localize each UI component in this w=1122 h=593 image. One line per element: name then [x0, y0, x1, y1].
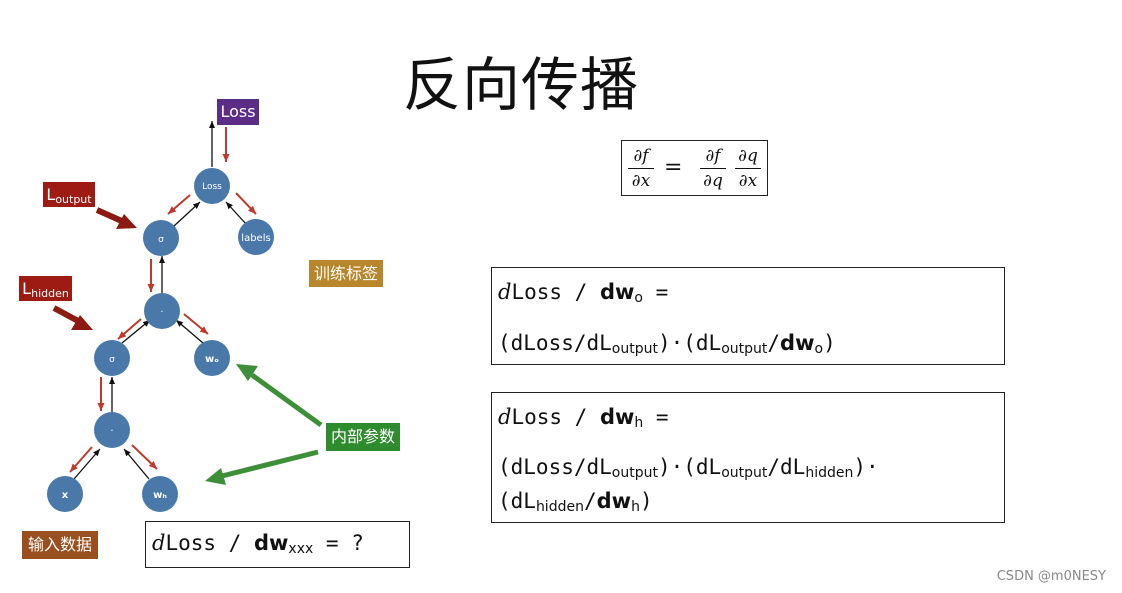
arrow-params-to-wo — [250, 372, 323, 428]
formula3-line1: dLoss / dwxxx = ? — [152, 531, 364, 557]
formula2-line2: (dLoss/dLoutput)·(dLoutput/dLhidden)· — [498, 455, 879, 481]
backward-edges — [69, 127, 257, 473]
annotation-arrows — [52, 207, 323, 485]
grad-dot-wo — [183, 313, 209, 335]
tag-training-labels: 训练标签 — [309, 260, 383, 287]
node-x-label: x — [62, 490, 69, 501]
chain-r1-den: ∂q — [703, 171, 723, 191]
chain-r2-num: ∂q — [738, 146, 758, 166]
edge-sigma-to-dot — [121, 319, 151, 344]
grad-dot-sigma — [117, 318, 142, 340]
tag-l-hidden-sub: hidden — [31, 287, 69, 300]
node-dot-low-label: · — [110, 426, 113, 437]
edge-wh-to-dot — [123, 448, 150, 480]
node-sigma-top-label: σ — [158, 235, 164, 245]
arrow-loutput — [95, 207, 126, 225]
formula1-line1: dLoss / dwo = — [498, 280, 669, 306]
node-wo-label: wₒ — [205, 354, 219, 365]
graph-nodes: Loss σ labels · σ wₒ · x wₕ — [47, 168, 274, 512]
tag-l-hidden: Lhidden — [19, 276, 72, 301]
tag-internal-params: 内部参数 — [326, 423, 400, 451]
tag-l-output: Loutput — [43, 182, 95, 207]
node-wh-label: wₕ — [153, 490, 167, 501]
formula1-line2: (dLoss/dLoutput)·(dLoutput/dwo) — [498, 331, 836, 357]
formula-box-dw-xxx: dLoss / dwxxx = ? — [145, 521, 410, 568]
node-dot-mid-label: · — [160, 307, 163, 318]
formula2-line1: dLoss / dwh = — [498, 405, 669, 431]
grad-dot-wh — [131, 444, 158, 470]
node-loss-label: Loss — [202, 182, 222, 192]
chain-rule-box: ∂f ∂x = ∂f ∂q ∂q ∂x — [621, 140, 768, 196]
node-sigma-mid-label: σ — [109, 355, 115, 365]
tag-l-output-sub: output — [55, 193, 92, 206]
chain-r2-frac: ∂q ∂x — [735, 146, 761, 191]
chain-r1-num: ∂f — [705, 146, 721, 166]
grad-loss-sigma — [167, 194, 191, 215]
node-dot-mid: · — [144, 293, 180, 329]
arrow-params-to-wh — [221, 449, 319, 479]
node-wo: wₒ — [194, 340, 230, 376]
edge-x-to-dot — [73, 448, 101, 480]
formula2-line3: (dLhidden/dwh) — [498, 489, 653, 515]
node-x: x — [47, 476, 83, 512]
tag-l-output-main: L — [46, 185, 56, 204]
chain-eq: = — [664, 155, 683, 180]
node-sigma-mid: σ — [94, 340, 130, 376]
arrow-params-to-wo-head — [236, 364, 258, 381]
tag-l-hidden-main: L — [22, 279, 32, 298]
arrow-params-to-wh-head — [205, 468, 226, 485]
chain-r1-frac: ∂f ∂q — [700, 146, 726, 191]
formula-box-dw-h: dLoss / dwh = (dLoss/dLoutput)·(dLoutput… — [491, 392, 1005, 523]
watermark: CSDN @m0NESY — [996, 569, 1106, 584]
node-wh: wₕ — [142, 476, 178, 512]
tag-loss: Loss — [217, 99, 259, 125]
node-labels: labels — [238, 219, 274, 255]
edge-sigma-to-loss — [173, 201, 201, 227]
arrow-lhidden-head — [71, 315, 93, 330]
node-loss: Loss — [194, 168, 230, 204]
tag-input-data: 输入数据 — [22, 531, 98, 559]
arrow-loutput-head — [116, 214, 137, 229]
edge-labels-to-loss — [225, 201, 247, 225]
forward-edges — [73, 121, 247, 480]
page-title: 反向传播 — [403, 51, 640, 119]
chain-lhs-frac: ∂f ∂x — [628, 146, 654, 191]
edge-wo-to-dot — [175, 319, 204, 344]
chain-lhs-num: ∂f — [633, 146, 649, 166]
chain-lhs-den: ∂x — [631, 171, 651, 191]
grad-dot-x — [69, 446, 93, 473]
chain-r2-den: ∂x — [738, 171, 758, 191]
arrow-lhidden — [52, 305, 82, 325]
formula-box-dw-o: dLoss / dwo = (dLoss/dLoutput)·(dLoutput… — [491, 267, 1005, 365]
grad-loss-labels — [235, 192, 257, 215]
node-sigma-top: σ — [143, 220, 179, 256]
node-dot-low: · — [94, 412, 130, 448]
node-labels-label: labels — [241, 233, 270, 244]
